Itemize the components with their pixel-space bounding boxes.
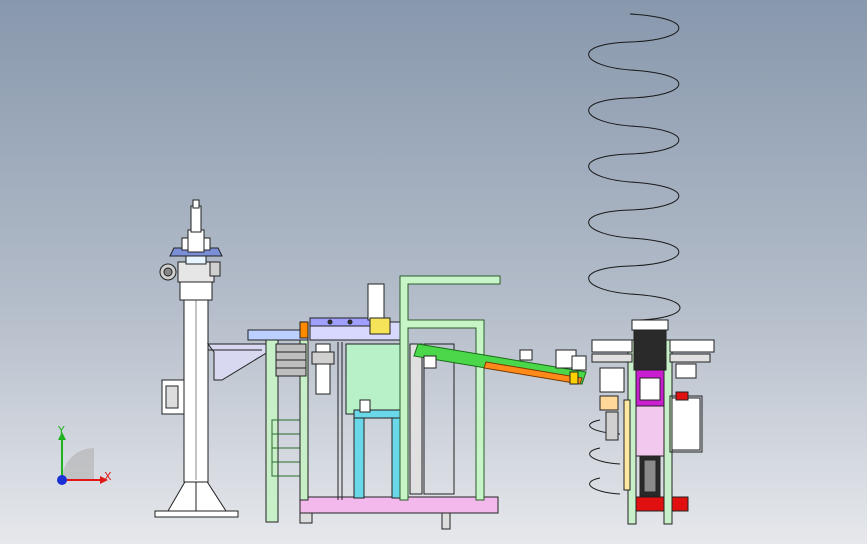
main-frame[interactable] xyxy=(247,275,501,530)
green-conveyor[interactable] xyxy=(413,343,587,385)
spring-coil[interactable] xyxy=(588,13,681,321)
spring-feeder[interactable] xyxy=(591,319,715,525)
robot-column[interactable] xyxy=(154,199,269,518)
y-axis-label: Y xyxy=(58,424,65,437)
x-axis-label: X xyxy=(104,470,112,483)
